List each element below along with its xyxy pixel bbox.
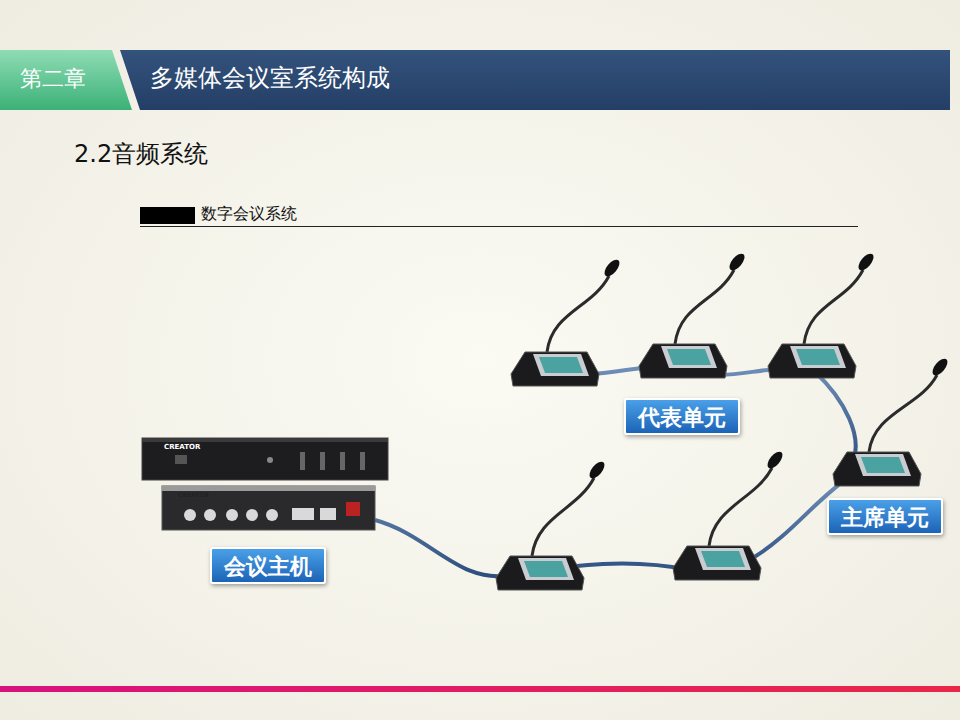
mic-screen xyxy=(701,551,745,567)
fader xyxy=(340,452,345,470)
mic-screen xyxy=(861,457,905,473)
microphone-unit xyxy=(673,449,785,580)
mic-base xyxy=(673,546,761,580)
mic-screen-frame xyxy=(790,346,846,368)
mic-screen-frame xyxy=(518,558,574,580)
brand-label: CREATOR xyxy=(178,491,209,498)
mic-base xyxy=(768,344,856,378)
gooseneck xyxy=(532,478,594,556)
mic-screen-frame xyxy=(855,454,911,476)
mic-head xyxy=(602,257,623,279)
mic-base xyxy=(833,452,921,486)
heading-underline xyxy=(140,226,858,227)
microphone-group xyxy=(496,251,950,590)
fader xyxy=(360,452,365,470)
redaction-block xyxy=(140,207,195,224)
gooseneck xyxy=(547,276,609,352)
brand-label: CREATOR xyxy=(164,443,200,451)
mic-head xyxy=(765,449,786,471)
slide-title: 多媒体会议室系统构成 xyxy=(150,64,390,93)
conference-cable xyxy=(570,366,856,470)
mic-head xyxy=(587,459,608,481)
host-rear-panel xyxy=(162,486,375,530)
gooseneck xyxy=(675,270,734,344)
microphone-unit xyxy=(833,356,950,486)
section-heading: 2.2音频系统 xyxy=(74,140,208,169)
microphone-unit xyxy=(639,251,747,378)
mic-screen-frame xyxy=(695,548,751,570)
microphone-unit xyxy=(496,459,607,590)
fader xyxy=(300,452,305,470)
chapter-label: 第二章 xyxy=(20,66,86,92)
unit-label: 会议主机 xyxy=(224,554,312,579)
gooseneck xyxy=(804,270,863,344)
unit-label-box: 主席单元 xyxy=(827,498,943,535)
mic-head xyxy=(856,251,877,273)
mic-screen xyxy=(667,349,711,365)
fader xyxy=(320,452,325,470)
cable-group xyxy=(375,366,856,576)
microphone-unit xyxy=(511,257,622,386)
host-top-edge xyxy=(142,438,388,442)
unit-label-box: 会议主机 xyxy=(210,547,326,584)
mic-base xyxy=(639,344,727,378)
mic-screen xyxy=(539,357,583,373)
mic-head xyxy=(727,251,748,273)
indicator xyxy=(267,457,273,463)
mic-screen xyxy=(524,561,568,577)
host-rear-top xyxy=(162,486,375,491)
conference-host xyxy=(142,438,388,530)
chapter-tab xyxy=(0,50,132,110)
mic-base xyxy=(511,352,599,386)
subsection-heading: 数字会议系统 xyxy=(201,204,297,223)
mic-base xyxy=(496,556,584,590)
unit-label: 代表单元 xyxy=(638,405,726,430)
mic-screen xyxy=(796,349,840,365)
unit-label-box: 代表单元 xyxy=(624,398,740,435)
unit-label: 主席单元 xyxy=(841,505,929,530)
conference-cable xyxy=(375,478,848,576)
gooseneck xyxy=(709,468,772,546)
footer-stripe xyxy=(0,686,960,692)
mic-head xyxy=(930,356,951,378)
title-bar xyxy=(120,50,950,110)
host-front-panel xyxy=(142,438,388,480)
gooseneck xyxy=(869,375,937,452)
connector-row xyxy=(184,502,360,521)
mic-screen-frame xyxy=(661,346,717,368)
mic-screen-frame xyxy=(533,354,589,376)
microphone-unit xyxy=(768,251,876,378)
power-switch xyxy=(175,455,187,464)
